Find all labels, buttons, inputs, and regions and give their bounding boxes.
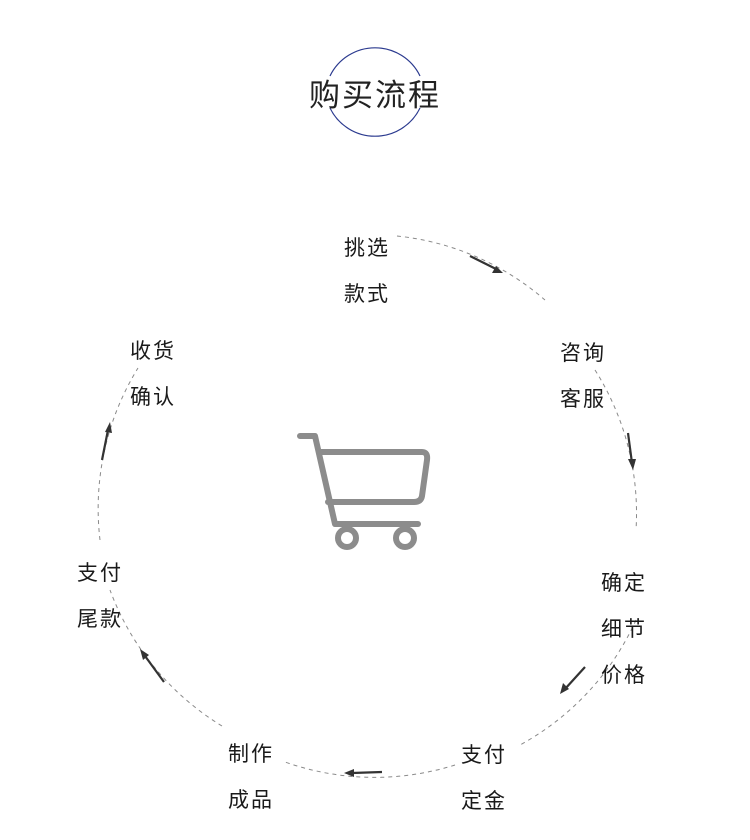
step-4-line2: 定金 — [461, 789, 507, 813]
step-1-line1: 挑选 — [344, 236, 390, 260]
flow-arrows — [100, 255, 636, 777]
arrow-5-line — [144, 655, 165, 683]
step-1-line2: 款式 — [344, 282, 390, 306]
step-6-line2: 尾款 — [77, 607, 123, 631]
step-4-line1: 支付 — [461, 743, 507, 767]
title-arc-bottom — [329, 107, 421, 137]
arrow-1-head — [492, 266, 503, 273]
arrow-4-head — [344, 769, 354, 777]
arrow-6-line — [100, 429, 110, 461]
arc-seg-5 — [109, 589, 223, 727]
step-3-line2: 细节 — [601, 617, 647, 641]
step-6-line1: 支付 — [77, 561, 123, 585]
step-2-line2: 客服 — [560, 387, 606, 411]
step-3: 确定 细节 价格 — [601, 549, 647, 710]
arrow-3-head — [560, 683, 569, 694]
arrow-1-line — [469, 255, 499, 271]
step-2-line1: 咨询 — [560, 341, 606, 365]
step-2: 咨询 客服 — [560, 319, 606, 434]
step-3-line1: 确定 — [601, 571, 647, 595]
step-7-line2: 确认 — [130, 385, 176, 409]
step-5-line1: 制作 — [228, 742, 274, 766]
arrow-2-head — [628, 459, 636, 470]
page-title: 购买流程 — [309, 78, 441, 114]
step-5-line2: 成品 — [228, 788, 274, 812]
step-4: 支付 定金 — [461, 721, 507, 836]
shopping-cart-icon — [297, 433, 431, 550]
arc-seg-4 — [284, 761, 456, 778]
step-7-line1: 收货 — [130, 339, 176, 363]
step-6: 支付 尾款 — [77, 539, 123, 654]
step-1: 挑选 款式 — [344, 214, 390, 329]
arrow-4-line — [351, 770, 383, 775]
arc-seg-2 — [594, 369, 637, 531]
step-5: 制作 成品 — [228, 720, 274, 835]
arrow-6-head — [105, 422, 112, 433]
arrow-2-line — [626, 432, 634, 464]
arrow-5-head — [140, 649, 149, 660]
arc-seg-3 — [519, 619, 637, 746]
arc-seg-1 — [396, 235, 546, 301]
step-3-line3: 价格 — [601, 663, 647, 687]
arrow-3-line — [564, 666, 586, 690]
step-7: 收货 确认 — [130, 317, 176, 432]
title-arc-top — [329, 47, 421, 77]
